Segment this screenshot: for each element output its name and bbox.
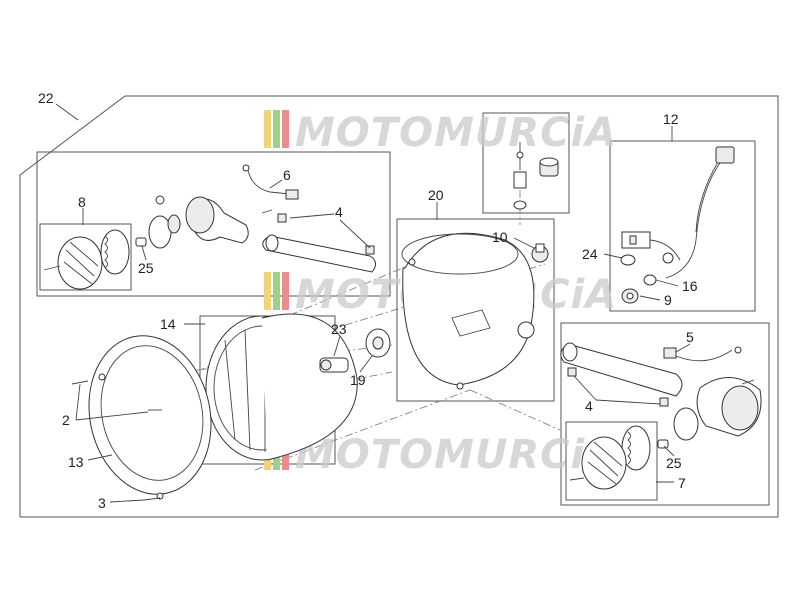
callout-13: 13 — [68, 454, 84, 470]
left-indicator-arm — [262, 234, 376, 273]
callout-8: 8 — [78, 194, 86, 210]
callout-25-left: 25 — [138, 260, 154, 276]
callout-5: 5 — [686, 329, 694, 345]
callout-25-right: 25 — [666, 455, 682, 471]
callout-23: 23 — [331, 321, 347, 337]
spacer-4-right-b — [659, 397, 669, 407]
headlight-bulb-23 — [319, 357, 349, 373]
callout-labels: 22 6 8 4 25 20 10 12 24 16 9 14 23 19 5 … — [38, 90, 698, 511]
callout-22: 22 — [38, 90, 54, 106]
left-indicator-group-box — [36, 151, 391, 297]
headlight-shell — [401, 232, 535, 390]
left-screw-head — [155, 195, 165, 205]
leader-lines — [55, 103, 691, 503]
left-indicator-lens-gasket — [100, 229, 130, 275]
callout-9: 9 — [664, 292, 672, 308]
spacer-4-bottom — [365, 245, 375, 255]
left-indicator-lens — [57, 236, 103, 290]
callout-7: 7 — [678, 475, 686, 491]
left-housing-screw — [261, 209, 273, 214]
headlight-rim — [88, 335, 212, 500]
right-indicator-group-box — [560, 322, 770, 506]
right-indicator-arm — [560, 342, 683, 397]
callout-4-right: 4 — [585, 398, 593, 414]
left-lens-screw — [43, 265, 61, 271]
lens-subgroup-box-8 — [39, 223, 132, 291]
wire-connector-6 — [242, 164, 299, 200]
left-bulb-holder — [148, 215, 172, 249]
callout-14: 14 — [160, 316, 176, 332]
left-bulb-25 — [135, 237, 147, 247]
callout-20: 20 — [428, 187, 444, 203]
bracket-kit-box — [482, 112, 570, 214]
right-housing-screw — [741, 379, 755, 385]
wire-connector-5 — [663, 346, 742, 362]
right-lens-screw — [569, 477, 585, 481]
shell-adjuster-10 — [531, 243, 549, 263]
callout-19: 19 — [350, 372, 366, 388]
lens-subgroup-box-7 — [565, 421, 658, 501]
right-bulb-25 — [657, 439, 669, 449]
callout-4-left: 4 — [335, 204, 343, 220]
callout-24: 24 — [582, 246, 598, 262]
callout-6: 6 — [283, 167, 291, 183]
rim-screw-3 — [143, 497, 161, 501]
right-bulb-holder — [673, 407, 699, 441]
watermark-text: MOTOMURCiA — [295, 110, 617, 156]
assembly-frame — [19, 95, 779, 518]
watermark-top: MOTOMURCiA — [264, 110, 617, 156]
shell-screw — [408, 258, 416, 266]
left-bulb-socket — [167, 214, 181, 234]
right-indicator-housing — [696, 377, 762, 437]
callout-10: 10 — [492, 229, 508, 245]
callout-16: 16 — [682, 278, 698, 294]
wiring-harness — [620, 146, 735, 304]
callout-2: 2 — [62, 412, 70, 428]
headlight-reflector — [205, 313, 358, 461]
wiring-harness-box — [609, 140, 756, 312]
bracket-kit-parts — [513, 142, 559, 210]
spacer-4-right-a — [567, 367, 577, 377]
right-indicator-lens — [581, 436, 627, 490]
callout-12: 12 — [663, 111, 679, 127]
bulb-socket-19 — [365, 328, 391, 358]
watermark-text: MOTOMURCiA — [295, 432, 617, 478]
spacer-4-top — [277, 213, 287, 223]
rim-screw-2a — [71, 380, 89, 385]
callout-3: 3 — [98, 495, 106, 511]
headlight-shell-box — [396, 218, 555, 402]
